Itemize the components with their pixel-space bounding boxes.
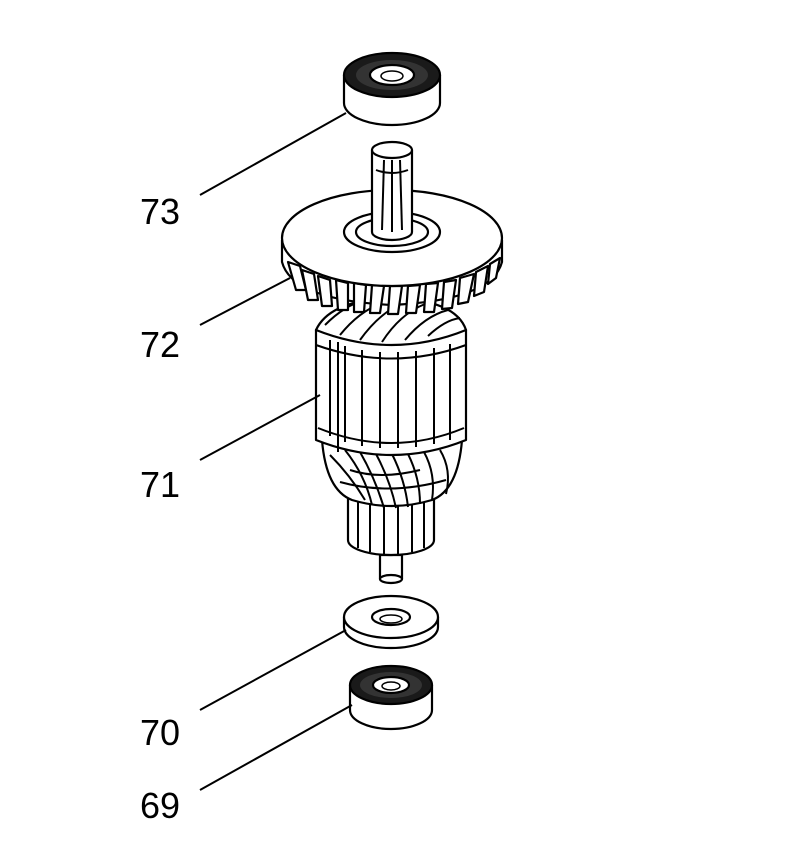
leader-line-72 [199, 277, 291, 326]
callout-69: 69 [140, 785, 180, 826]
callout-70: 70 [140, 712, 180, 753]
leader-line-71 [199, 394, 321, 461]
lower-windings [320, 438, 464, 509]
leader-line-69 [199, 704, 353, 791]
callout-72: 72 [140, 324, 180, 365]
bottom-shaft-tip [378, 553, 404, 585]
leader-lines [199, 112, 353, 791]
armature-core [314, 328, 468, 457]
part-73-ball-bearing [342, 51, 442, 127]
top-shaft [370, 140, 414, 242]
callout-71: 71 [140, 464, 180, 505]
leader-line-70 [199, 629, 347, 711]
callout-labels: 73 72 71 70 69 [140, 191, 180, 826]
commutator [346, 490, 436, 557]
fan-blades [286, 256, 502, 316]
part-70-washer [342, 594, 440, 650]
leader-line-73 [199, 112, 347, 196]
part-69-ball-bearing [348, 664, 434, 731]
armature-assembly [280, 140, 504, 585]
callout-73: 73 [140, 191, 180, 232]
